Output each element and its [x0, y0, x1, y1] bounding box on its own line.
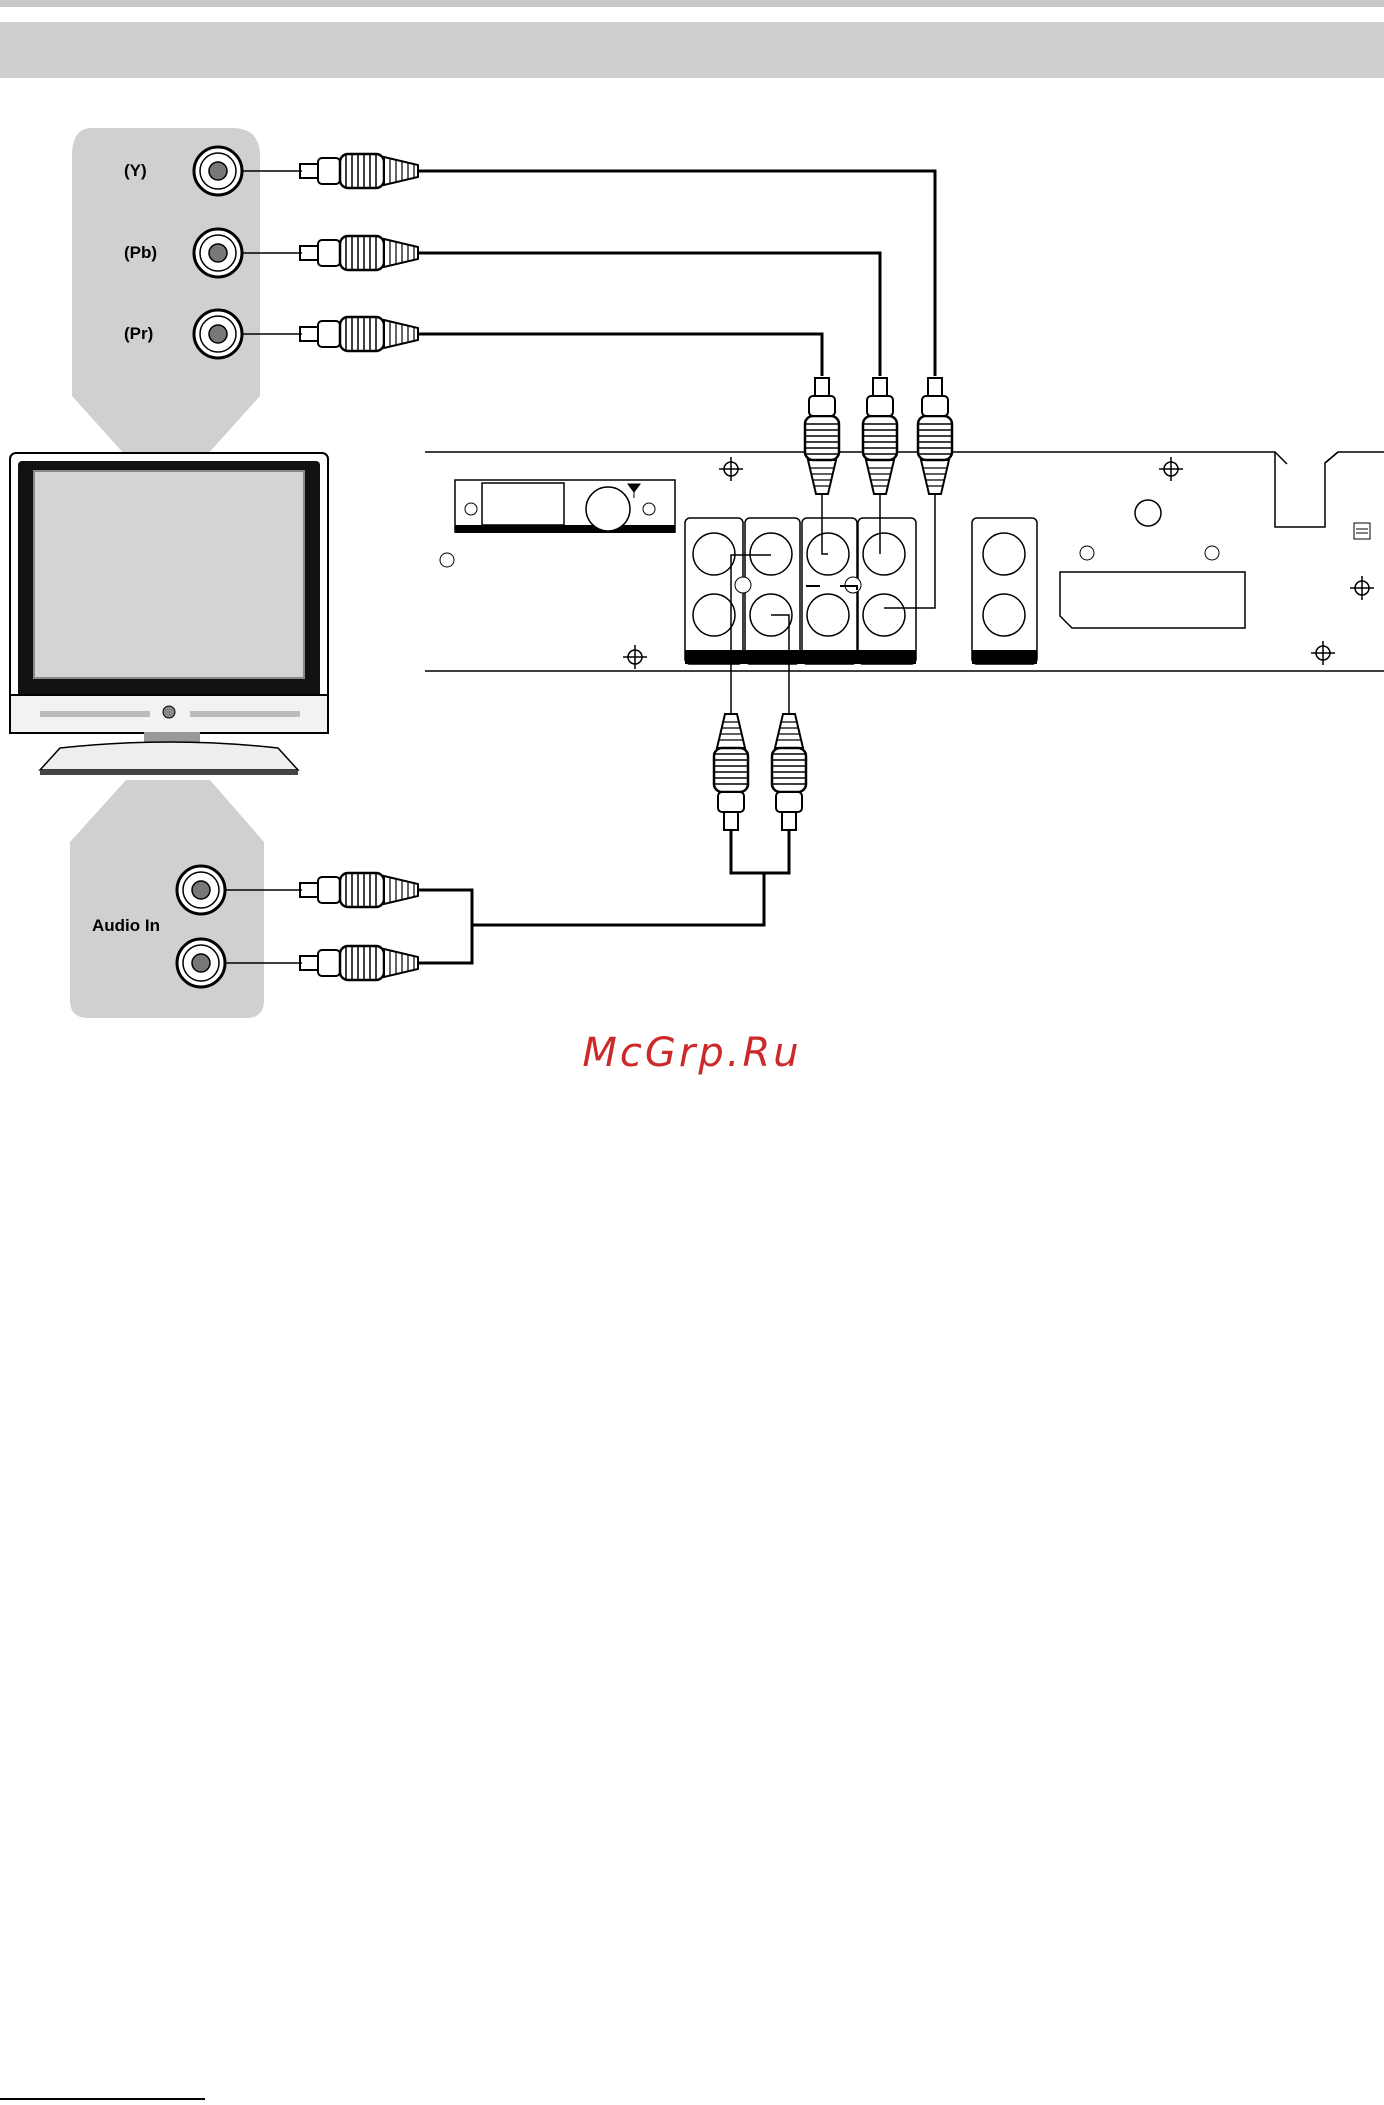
tv-set-icon: [10, 453, 328, 775]
label-audio-in: Audio In: [92, 916, 160, 935]
jack-pb-icon: [194, 229, 242, 277]
plug-v-y-icon: [918, 378, 952, 494]
plug-pr-icon: [300, 317, 418, 351]
footnote-rule: [0, 2098, 205, 2100]
tv-audio-panel: Audio In: [70, 780, 264, 1018]
header-band: [0, 22, 1384, 78]
jack-pr-icon: [194, 310, 242, 358]
plug-v-pr-icon: [805, 378, 839, 494]
label-y: (Y): [124, 161, 147, 180]
plug-pb-icon: [300, 236, 418, 270]
crosshair-icon: [719, 457, 743, 481]
plug-y-icon: [300, 154, 418, 188]
jack-y-icon: [194, 147, 242, 195]
top-rule: [0, 0, 1384, 7]
plug-v-pb-icon: [863, 378, 897, 494]
crosshair-icon: [1350, 576, 1374, 600]
audio-jack-left-icon: [177, 866, 225, 914]
plug-audio-r-icon: [300, 946, 418, 980]
plug-v-audio-r-icon: [772, 714, 806, 830]
crosshair-icon: [1311, 641, 1335, 665]
crosshair-icon: [1159, 457, 1183, 481]
label-pr: (Pr): [124, 324, 153, 343]
label-pb: (Pb): [124, 243, 157, 262]
tv-component-panel: (Y) (Pb) (Pr): [72, 128, 260, 456]
plug-v-audio-l-icon: [714, 714, 748, 830]
player-rear-panel: [425, 452, 1384, 671]
connection-diagram: (Y) (Pb) (Pr) Audio In: [0, 120, 1384, 1020]
audio-jack-right-icon: [177, 939, 225, 987]
crosshair-icon: [623, 645, 647, 669]
plug-audio-l-icon: [300, 873, 418, 907]
watermark: McGrp.Ru: [0, 1030, 1384, 1076]
